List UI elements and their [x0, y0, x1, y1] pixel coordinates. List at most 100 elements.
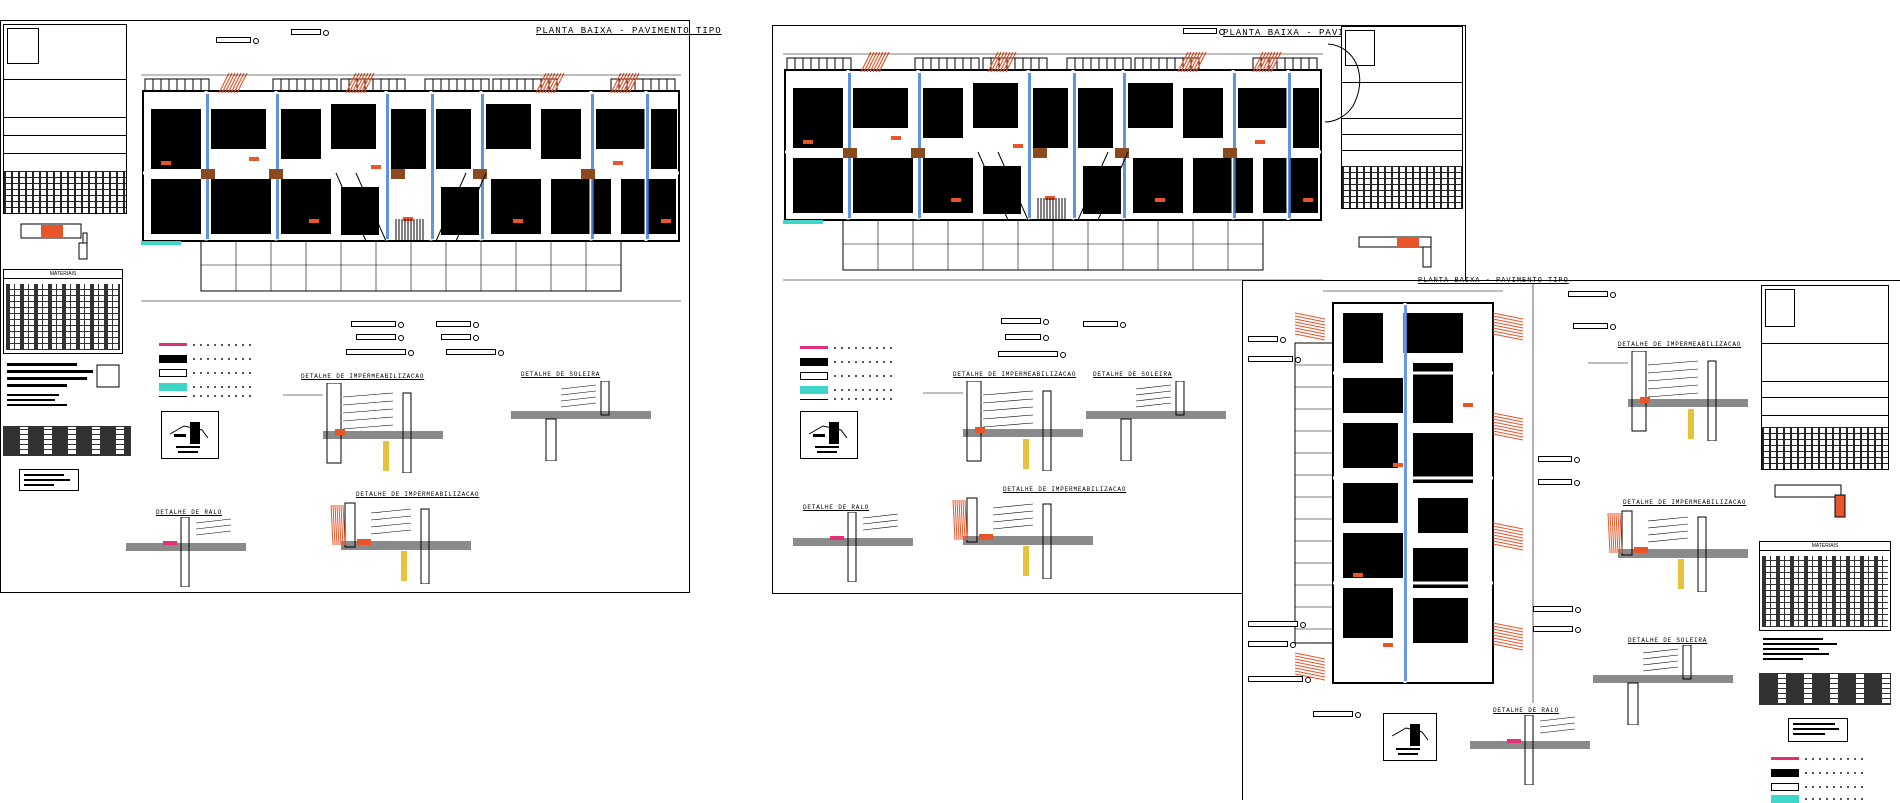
plan-tag	[216, 37, 259, 44]
hatch-line	[1492, 540, 1524, 548]
room-fill	[1083, 166, 1121, 214]
hatch-line	[1492, 643, 1524, 651]
hatch-line	[1492, 421, 1524, 429]
hatch-line	[1492, 430, 1524, 438]
legend-magenta	[159, 343, 253, 346]
plan-tag	[441, 334, 479, 341]
hatch-line	[863, 51, 875, 73]
hatch-line	[363, 72, 375, 94]
inset-detail	[161, 411, 219, 459]
column-line	[386, 94, 389, 239]
leader-line	[1647, 537, 1689, 543]
column-section	[1042, 503, 1052, 579]
plan-title: PLANTA BAIXA - PAVIMENTO TIPO	[1418, 277, 1569, 285]
leader-line	[982, 398, 1034, 404]
stamp-block	[1788, 718, 1848, 742]
plan-tag	[1248, 356, 1301, 363]
door-mark	[1223, 148, 1237, 158]
room-fill	[486, 104, 531, 149]
waterproofing-line	[1607, 512, 1611, 554]
leader-line	[195, 518, 232, 524]
legend-cyan	[1771, 795, 1865, 803]
detail-mark	[661, 219, 671, 223]
plan-title: PLANTA BAIXA - PAVIMENTO TIPO	[536, 26, 722, 36]
waterproofing-line	[1609, 512, 1613, 554]
plan-tag	[356, 334, 404, 341]
room-fill	[1133, 158, 1183, 213]
construction-detail	[1470, 715, 1590, 785]
room-fill	[281, 109, 321, 159]
plan-tag	[1538, 456, 1580, 463]
room-fill	[1343, 533, 1403, 578]
hatch-line	[869, 51, 881, 73]
hatch-line	[230, 72, 242, 94]
hatch-line	[1294, 312, 1326, 320]
column-section	[1627, 682, 1639, 725]
hatch-line	[860, 51, 872, 73]
hatch-line	[1270, 51, 1282, 73]
plan-tag	[446, 349, 504, 356]
hatch-line	[866, 51, 878, 73]
column-line	[848, 73, 851, 218]
plan-tag	[1568, 291, 1616, 298]
leader-line	[1135, 402, 1172, 408]
slab	[1593, 675, 1733, 683]
corridor-line	[435, 172, 487, 242]
plan-tag	[1248, 676, 1311, 683]
hatch-line	[547, 72, 559, 94]
key-plan	[1357, 233, 1437, 273]
detail-label: DETALHE DE IMPERMEABILIZACAO	[1618, 341, 1742, 348]
hatch-line	[996, 51, 1008, 73]
hatch-line	[544, 72, 556, 94]
plan-tag	[1248, 641, 1296, 648]
construction-detail	[793, 512, 913, 582]
hatch-line	[610, 72, 622, 94]
hatch-line	[628, 72, 640, 94]
detail-label: DETALHE DE SOLEIRA	[521, 371, 601, 378]
room-fill	[973, 83, 1018, 128]
room-fill	[1343, 423, 1398, 468]
waterproofing-line	[958, 499, 962, 541]
detail-label: DETALHE DE IMPERMEABILIZACAO	[301, 373, 425, 380]
detail-mark	[951, 198, 961, 202]
hatch-line	[1005, 51, 1017, 73]
wall-section	[1621, 510, 1633, 556]
hatch-line	[613, 72, 625, 94]
column-line	[276, 94, 279, 239]
construction-detail	[126, 517, 246, 587]
waterproofing-line	[954, 499, 958, 541]
leader-line	[342, 416, 394, 422]
room-fill	[596, 109, 646, 149]
hatch-line	[348, 72, 360, 94]
room-fill	[1343, 483, 1398, 523]
title-block-name	[1762, 382, 1888, 384]
room-fill	[1078, 88, 1113, 148]
hatch-line	[1252, 51, 1264, 73]
leader-line	[982, 414, 1034, 420]
hatch-line	[1492, 637, 1524, 645]
column-section	[545, 418, 557, 461]
leader-line	[560, 390, 597, 396]
hatch-line	[357, 72, 369, 94]
construction-detail	[1588, 351, 1748, 441]
detail-mark	[1155, 198, 1165, 202]
door-mark	[1115, 148, 1129, 158]
waterproofing-line	[336, 504, 340, 546]
leader-line	[1539, 722, 1576, 728]
title-block-rows	[4, 171, 126, 213]
door-mark	[473, 169, 487, 179]
plan-tag	[1538, 479, 1580, 486]
construction-detail	[1607, 510, 1748, 592]
insulation-mark	[1023, 439, 1029, 469]
room-fill	[923, 88, 963, 138]
hatch-line	[1267, 51, 1279, 73]
slab	[793, 538, 913, 546]
hatch-line	[1294, 330, 1326, 338]
hatch-line	[1492, 424, 1524, 432]
hatch-line	[1294, 667, 1326, 675]
column-line	[1123, 73, 1126, 218]
legend-cyan	[159, 383, 253, 391]
plan-tag	[1533, 626, 1581, 633]
leader-line	[195, 530, 232, 536]
title-block-logo	[4, 25, 126, 80]
